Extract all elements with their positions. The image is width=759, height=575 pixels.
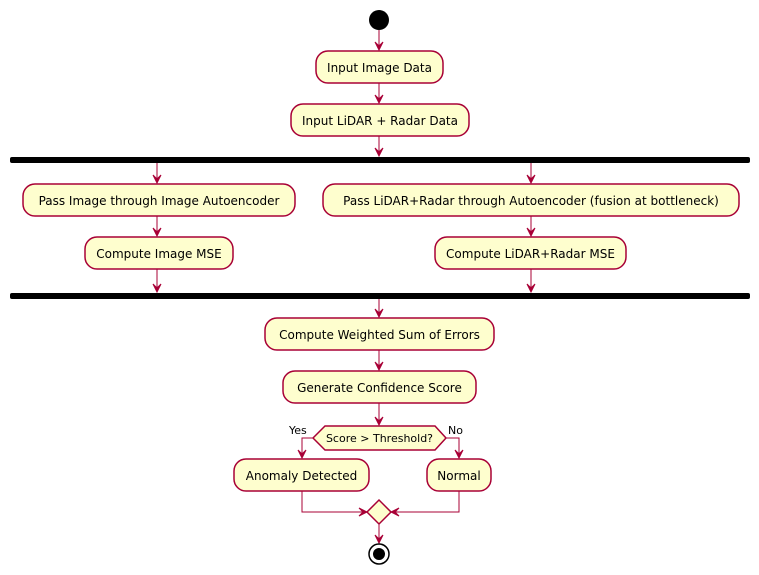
join-bar xyxy=(10,293,750,299)
node-label: Pass Image through Image Autoencoder xyxy=(39,194,280,208)
node-lidar-radar-mse: Compute LiDAR+Radar MSE xyxy=(434,236,627,270)
node-label: Compute Weighted Sum of Errors xyxy=(279,328,480,342)
arrowhead xyxy=(374,308,384,319)
arrowhead xyxy=(389,507,400,517)
arrowhead xyxy=(374,416,384,427)
branch-label-yes: Yes xyxy=(288,424,307,437)
edge-decision-yes xyxy=(301,437,313,458)
node-label: Pass LiDAR+Radar through Autoencoder (fu… xyxy=(343,194,719,208)
arrowhead xyxy=(297,449,307,460)
arrowhead xyxy=(374,534,384,545)
arrowhead xyxy=(526,283,536,294)
node-input-image: Input Image Data xyxy=(315,50,444,84)
node-weighted-sum: Compute Weighted Sum of Errors xyxy=(264,317,495,351)
arrowhead xyxy=(152,227,162,238)
decision-node: Score > Threshold? xyxy=(311,425,448,451)
arrowhead xyxy=(374,361,384,372)
node-anomaly: Anomaly Detected xyxy=(233,458,370,492)
node-label: Input LiDAR + Radar Data xyxy=(302,114,458,128)
branch-label-no: No xyxy=(448,424,463,437)
node-pass-lidar-radar: Pass LiDAR+Radar through Autoencoder (fu… xyxy=(322,183,740,217)
decision-label: Score > Threshold? xyxy=(326,432,433,445)
edge-decision-no xyxy=(446,437,460,458)
node-normal: Normal xyxy=(426,458,492,492)
node-image-mse: Compute Image MSE xyxy=(84,236,234,270)
end-node xyxy=(368,543,390,565)
edge-anomaly-merge xyxy=(301,491,367,513)
node-input-lidar-radar: Input LiDAR + Radar Data xyxy=(290,103,470,137)
node-label: Compute Image MSE xyxy=(96,247,221,261)
arrowhead xyxy=(526,174,536,185)
node-label: Generate Confidence Score xyxy=(297,381,462,395)
arrowhead xyxy=(374,41,384,52)
node-label: Compute LiDAR+Radar MSE xyxy=(446,247,615,261)
fork-bar xyxy=(10,157,750,163)
node-label: Input Image Data xyxy=(327,61,432,75)
merge-node xyxy=(365,498,393,526)
arrowhead xyxy=(374,147,384,158)
node-pass-image: Pass Image through Image Autoencoder xyxy=(22,183,296,217)
start-node xyxy=(369,10,389,30)
arrowhead xyxy=(374,94,384,105)
arrowhead xyxy=(454,449,464,460)
edge-normal-merge xyxy=(391,491,460,513)
arrowhead xyxy=(358,507,369,517)
node-confidence: Generate Confidence Score xyxy=(282,370,477,404)
arrowhead xyxy=(526,227,536,238)
node-label: Normal xyxy=(437,469,480,483)
node-label: Anomaly Detected xyxy=(246,469,357,483)
arrowhead xyxy=(152,174,162,185)
arrowhead xyxy=(152,283,162,294)
